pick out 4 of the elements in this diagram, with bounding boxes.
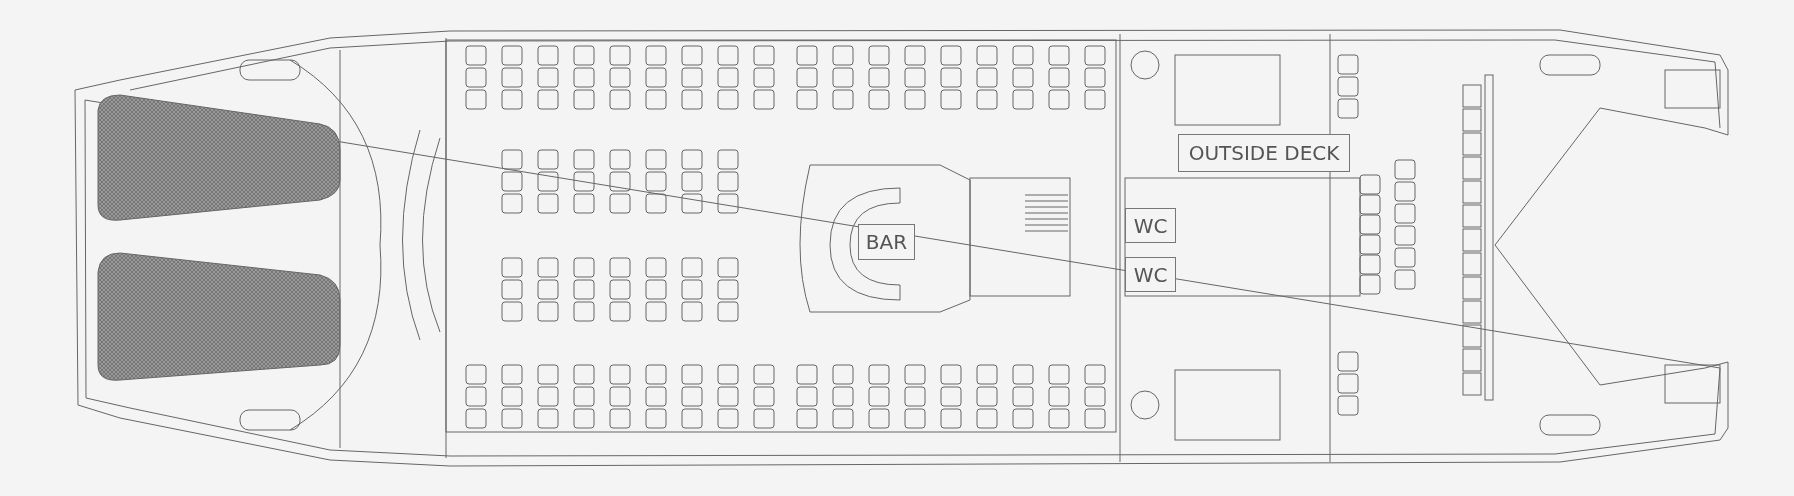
room-label: BAR bbox=[858, 224, 915, 260]
room-label: OUTSIDE DECK bbox=[1178, 134, 1350, 172]
room-label: WC bbox=[1125, 208, 1176, 243]
room-label: WC bbox=[1125, 257, 1176, 292]
